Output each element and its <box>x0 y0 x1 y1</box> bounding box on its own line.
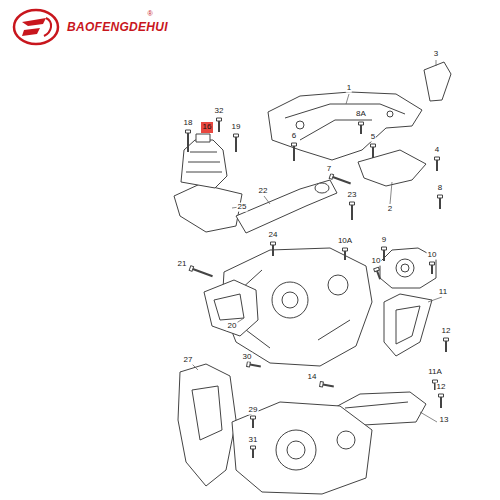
callout-number: 31 <box>248 436 259 445</box>
bolt <box>359 122 364 134</box>
callout-number: 22 <box>258 187 269 196</box>
bolt <box>251 416 256 428</box>
torque-rod <box>236 180 337 233</box>
bolt <box>374 267 383 280</box>
bolt <box>439 394 444 408</box>
bolt <box>189 266 213 279</box>
callout-number: 16 <box>203 123 212 132</box>
callout-number: 27 <box>183 356 194 365</box>
callout-number: 20 <box>227 322 238 331</box>
mount-plate <box>174 184 242 232</box>
support-arm <box>358 150 426 186</box>
callout-number: 24 <box>268 231 279 240</box>
transmission <box>232 402 372 494</box>
callout-number: 11A <box>427 368 443 377</box>
callout-number: 10A <box>337 237 353 246</box>
bolt <box>292 143 297 161</box>
bolt <box>251 446 256 458</box>
callout-number: 29 <box>248 406 259 415</box>
callout-number: 7 <box>326 165 332 174</box>
bolt <box>382 247 387 261</box>
support-bracket <box>178 364 236 486</box>
bolt <box>217 118 222 132</box>
bolt <box>371 144 376 158</box>
callout-number: 30 <box>242 353 253 362</box>
callout-number: 12 <box>441 327 452 336</box>
callout-number: 19 <box>231 123 242 132</box>
leader-lines <box>191 60 442 422</box>
callout-number: 6 <box>291 132 297 141</box>
bolt <box>320 382 335 389</box>
bolt <box>186 130 191 152</box>
callout-number: 12 <box>436 383 447 392</box>
callout-number: 14 <box>307 373 318 382</box>
callout-number: 23 <box>347 191 358 200</box>
brand-logo <box>14 10 58 44</box>
bolt <box>350 202 355 220</box>
bolt <box>438 195 443 209</box>
callout-number: 10 <box>371 257 382 266</box>
callout-number: 2 <box>387 205 393 214</box>
callout-number: 18 <box>183 119 194 128</box>
callout-number: 8 <box>437 184 443 193</box>
bolt <box>343 248 348 260</box>
bolt <box>435 157 440 171</box>
callout-number: 25 <box>237 203 248 212</box>
highlighted-callout: 16 <box>201 122 214 133</box>
callout-number: 4 <box>434 146 440 155</box>
callout-number: 11 <box>438 288 448 297</box>
bracket <box>424 62 451 101</box>
callout-number: 5 <box>370 133 376 142</box>
callout-number: 13 <box>439 416 450 425</box>
engine-mount <box>181 134 227 188</box>
callout-number: 21 <box>177 260 188 269</box>
brand-name: BAOFENGDEHUI <box>66 21 169 34</box>
bolts <box>186 118 449 458</box>
callout-number: 10 <box>427 251 438 260</box>
callout-number: 8A <box>355 110 367 119</box>
gearbox-bracket <box>384 294 432 356</box>
bolt <box>271 242 276 256</box>
callout-number: 9 <box>381 236 387 245</box>
bolt <box>234 134 239 152</box>
bolt <box>329 174 351 186</box>
registered-mark: ® <box>146 10 153 18</box>
callout-number: 3 <box>433 50 439 59</box>
callout-number: 32 <box>214 107 225 116</box>
bolt <box>430 262 435 274</box>
bolt <box>444 338 449 352</box>
bolt <box>247 362 262 369</box>
engine-bracket <box>204 280 258 336</box>
callout-number: 1 <box>346 84 352 93</box>
